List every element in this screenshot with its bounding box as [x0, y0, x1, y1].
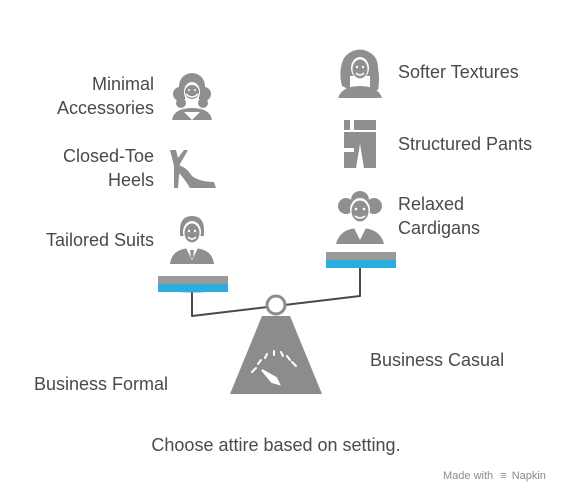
woman-long-hair-icon: [338, 49, 382, 98]
label-structured-pants: Structured Pants: [398, 134, 533, 154]
label-minimal-accessories: Minimal Accessories: [56, 74, 154, 118]
label-softer-textures: Softer Textures: [398, 62, 519, 82]
scale-base: [230, 316, 322, 394]
category-business-casual: Business Casual: [370, 350, 505, 370]
older-man-icon: [336, 191, 384, 244]
label-relaxed-cardigans: Relaxed Cardigans: [398, 194, 481, 238]
gauge-icon: [251, 350, 297, 386]
category-business-formal: Business Formal: [34, 374, 169, 394]
napkin-brand-text: Napkin: [511, 470, 546, 482]
scale-pivot: [265, 294, 287, 316]
made-with-footer: Made with ≡ Napkin: [443, 470, 546, 482]
napkin-logo-icon: ≡: [500, 470, 507, 482]
pants-icon: [344, 120, 376, 168]
left-pan: [158, 276, 228, 293]
diagram-caption: Choose attire based on setting.: [151, 435, 401, 455]
made-with-text: Made with: [443, 470, 494, 482]
label-closed-toe-heels: Closed-Toe Heels: [62, 146, 154, 190]
right-pan: [326, 252, 396, 268]
high-heel-shoe-icon: [170, 150, 216, 188]
woman-curly-hair-icon: [172, 73, 212, 120]
person-in-suit-icon: [170, 216, 214, 264]
label-tailored-suits: Tailored Suits: [45, 230, 154, 250]
